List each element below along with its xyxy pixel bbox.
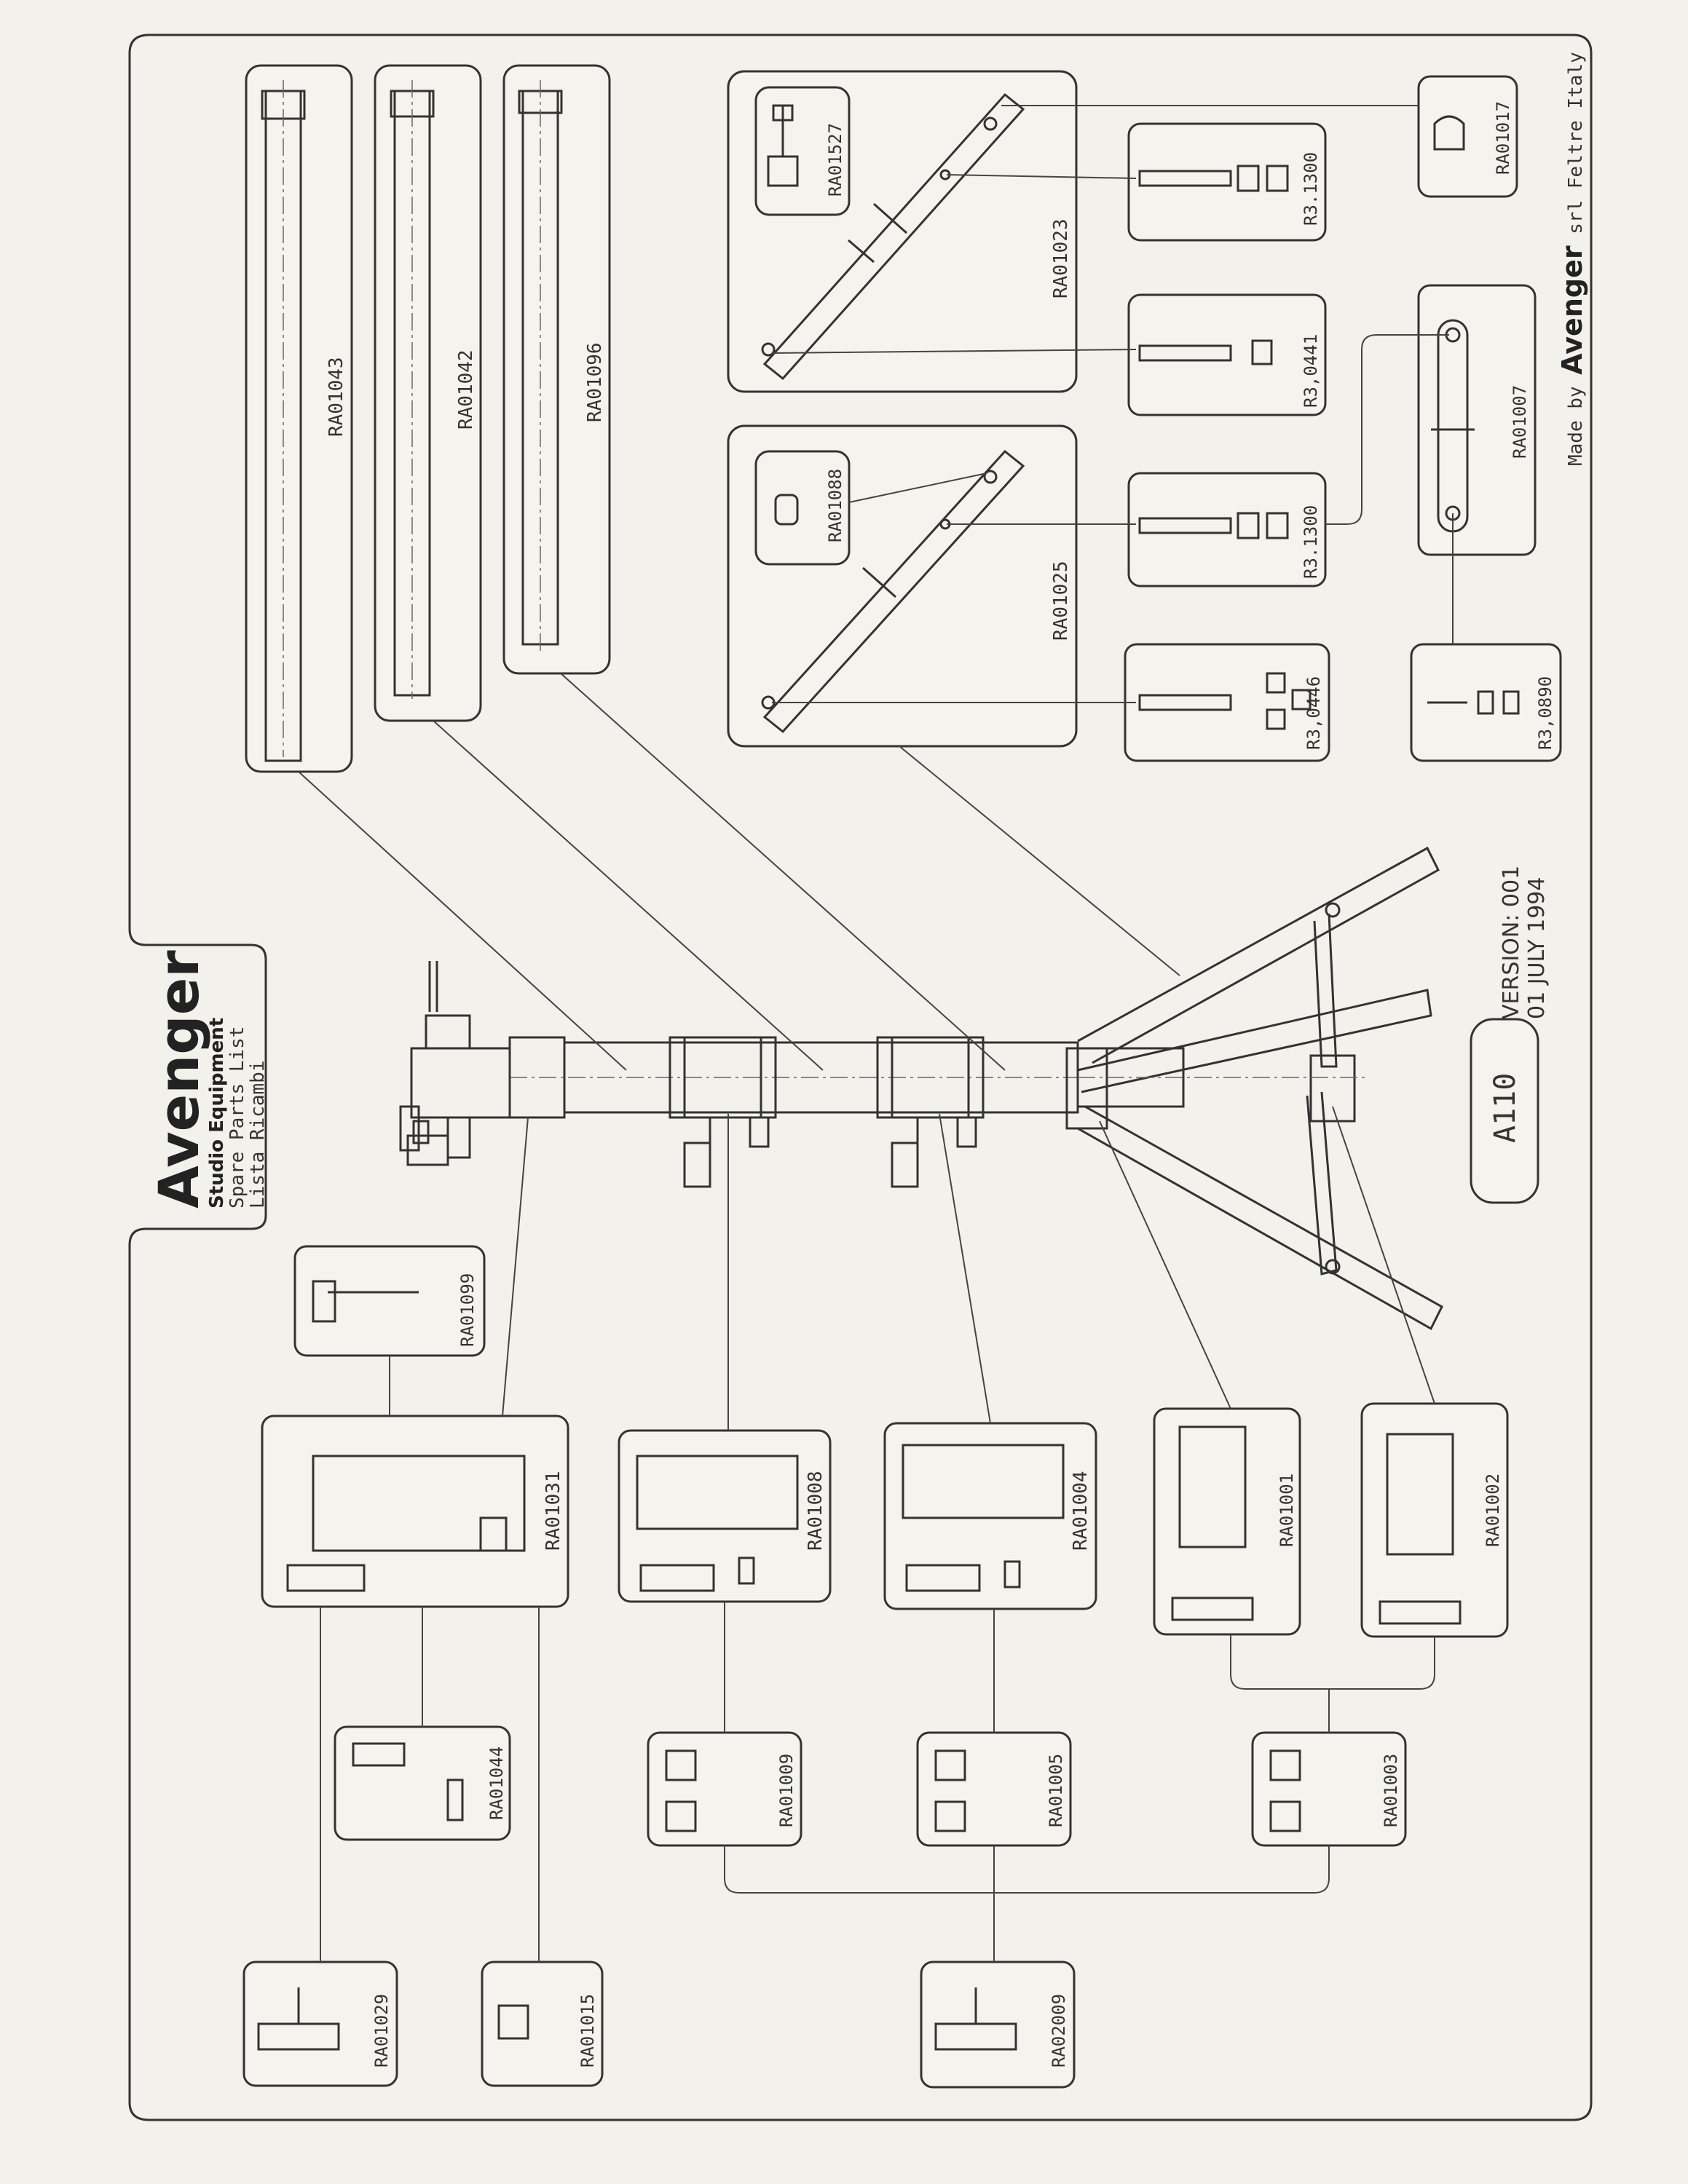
part-code-RA01008: RA01008 xyxy=(805,1471,827,1551)
brand-logo: Avenger xyxy=(146,950,211,1208)
tripod-leg-center xyxy=(1077,989,1432,1093)
box-R3-0890 xyxy=(1410,643,1562,762)
part-code-R3-0890: R3,0890 xyxy=(1535,676,1555,750)
part-code-RA01042: RA01042 xyxy=(455,349,477,430)
tripod-leg-right xyxy=(1077,846,1440,1064)
tube-group: RA01043 RA01042 RA01096 xyxy=(245,64,611,773)
brand-subtitle: Studio Equipment xyxy=(206,1018,228,1208)
svg-text:Made by Avenger srl Feltre It: Made by Avenger srl Feltre Italy xyxy=(1556,52,1588,466)
clamp-upper xyxy=(669,1036,777,1119)
brand-block: Avenger Studio Equipment Spare Parts Lis… xyxy=(146,950,269,1208)
part-code-RA01004: RA01004 xyxy=(1070,1471,1092,1551)
part-code-RA01099: RA01099 xyxy=(457,1273,478,1347)
page-frame xyxy=(128,33,1593,2121)
part-code-RA01096: RA01096 xyxy=(584,342,606,422)
part-code-RA01088: RA01088 xyxy=(825,469,845,542)
part-code-RA01043: RA01043 xyxy=(326,357,347,437)
part-code-RA01031: RA01031 xyxy=(543,1471,564,1551)
tripod-leg-left xyxy=(1077,1105,1443,1331)
box-R3-0446 xyxy=(1124,643,1330,762)
leader-lines xyxy=(298,105,1454,1962)
part-code-RA01001: RA01001 xyxy=(1277,1473,1297,1547)
box-R3-1300-upper xyxy=(1127,122,1327,242)
part-code-RA01023: RA01023 xyxy=(1050,218,1072,298)
box-RA01015 xyxy=(481,1961,604,2087)
clamp-parts-group: RA01099 RA01031 RA01008 RA01004 RA01001 … xyxy=(242,1245,1509,2089)
model-badge xyxy=(1470,1018,1539,1204)
part-code-RA01015: RA01015 xyxy=(577,1994,598,2068)
part-code-RA01005: RA01005 xyxy=(1046,1754,1066,1827)
part-code-R3-0441: R3,0441 xyxy=(1301,334,1321,408)
version-line: VERSION: 001 xyxy=(1499,866,1524,1019)
leg-brace-right xyxy=(1313,913,1338,1068)
part-code-RA01029: RA01029 xyxy=(371,1994,392,2068)
part-code-RA01025: RA01025 xyxy=(1050,561,1072,641)
part-code-RA01009: RA01009 xyxy=(776,1754,797,1827)
box-RA01007 xyxy=(1417,284,1537,556)
box-R3-0441 xyxy=(1127,293,1327,416)
box-R3-1300-lower xyxy=(1127,472,1327,587)
top-head xyxy=(410,1047,511,1119)
model-label: A110 xyxy=(1488,1073,1522,1143)
part-code-RA01002: RA01002 xyxy=(1483,1473,1503,1547)
brace-hub xyxy=(1309,1054,1356,1123)
base-hub xyxy=(1065,1047,1108,1130)
part-code-RA01017: RA01017 xyxy=(1493,101,1513,175)
box-RA01088 xyxy=(754,450,851,566)
leg-assembly-group: RA01023 RA01527 RA01025 RA01088 xyxy=(727,70,1078,748)
box-RA01099 xyxy=(293,1245,486,1357)
part-code-R3-1300-upper: R3.1300 xyxy=(1301,152,1321,226)
version-date: 01 JULY 1994 xyxy=(1524,877,1550,1019)
part-code-RA01044: RA01044 xyxy=(486,1746,507,1820)
part-code-R3-1300-lower: R3.1300 xyxy=(1301,505,1321,579)
title-english: Spare Parts List xyxy=(226,1026,248,1208)
hardware-group: RA01017 R3.1300 R3,0441 R3.1300 RA01007 … xyxy=(1124,75,1562,762)
clamp-lower xyxy=(876,1036,985,1119)
box-RA01017 xyxy=(1417,75,1518,198)
part-code-RA02009: RA02009 xyxy=(1049,1994,1069,2068)
box-RA01001 xyxy=(1153,1407,1301,1636)
part-code-R3-0446: R3,0446 xyxy=(1304,676,1324,750)
part-code-RA01007: RA01007 xyxy=(1510,385,1530,459)
part-code-RA01003: RA01003 xyxy=(1381,1754,1401,1827)
maker-credit: Made by Avenger srl Feltre Italy xyxy=(1556,52,1588,466)
box-RA01042 xyxy=(374,64,482,722)
stand-assembly xyxy=(399,846,1443,1331)
part-code-RA01527: RA01527 xyxy=(825,123,845,197)
box-RA01031 xyxy=(261,1415,569,1608)
title-italian: Lista Ricambi xyxy=(247,1061,269,1209)
